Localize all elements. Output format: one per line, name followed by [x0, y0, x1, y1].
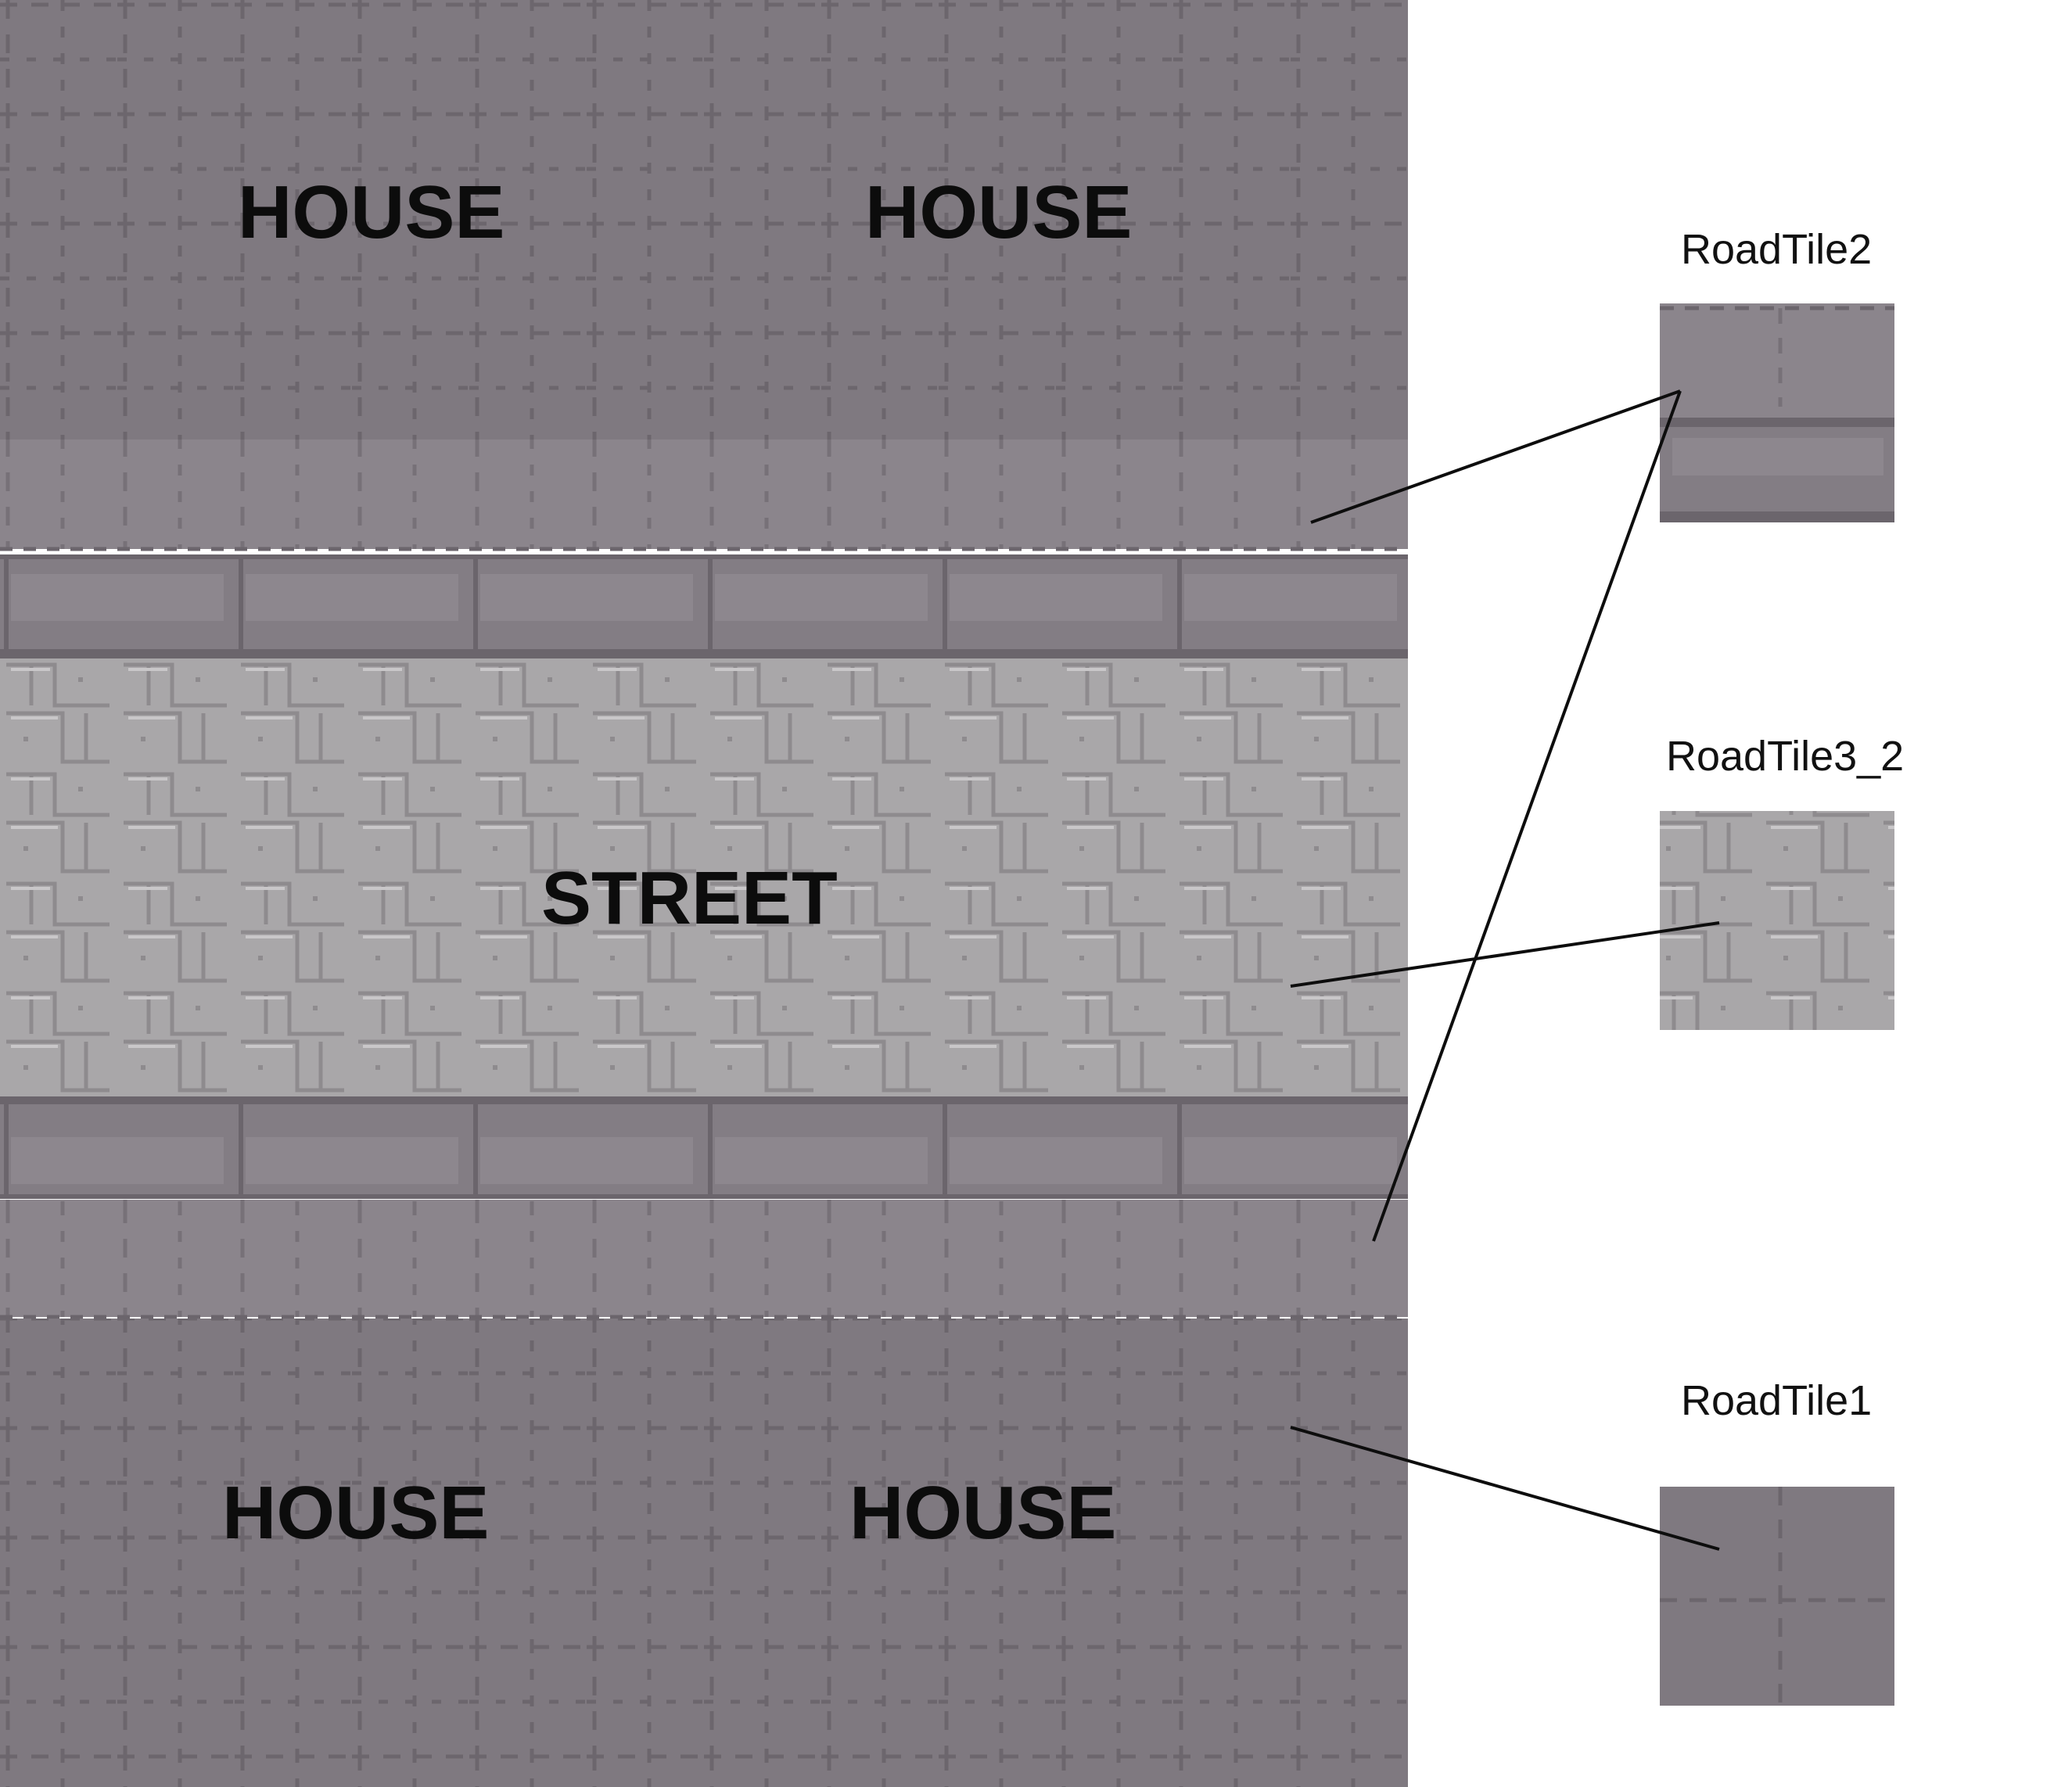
- tile-label-roadtile1: RoadTile1: [1681, 1377, 1872, 1424]
- house-area-top: [0, 0, 1408, 440]
- leader-line-roadtile1: [1290, 1426, 1720, 1551]
- tile-legend: RoadTile2 RoadTile3_2 RoadTile1: [1660, 226, 1904, 1706]
- house-label-top-left: HOUSE: [238, 170, 505, 254]
- tile-label-roadtile3-2: RoadTile3_2: [1666, 733, 1904, 780]
- tilemap: HOUSE HOUSE STREET HOUSE HOUSE: [0, 0, 1408, 1787]
- street-label: STREET: [541, 856, 838, 940]
- house-area-bottom: [0, 1319, 1408, 1787]
- tile-label-roadtile2: RoadTile2: [1681, 226, 1872, 273]
- house-label-bottom-right: HOUSE: [849, 1471, 1116, 1555]
- curb-bottom: [0, 1104, 1408, 1197]
- sidewalk-top: [0, 440, 1408, 549]
- tile-swatch-roadtile3-2: [1660, 811, 1894, 1030]
- sidewalk-bottom: [0, 1200, 1408, 1317]
- tile-swatch-roadtile1: [1660, 1487, 1894, 1706]
- leader-line-roadtile3-2: [1290, 921, 1720, 988]
- house-label-bottom-left: HOUSE: [222, 1471, 489, 1555]
- curb-top: [0, 557, 1408, 649]
- leader-line-roadtile2-bottom: [1372, 390, 1682, 1242]
- tile-swatch-roadtile2: [1660, 303, 1894, 522]
- leader-line-roadtile2-top: [1310, 389, 1681, 524]
- leader-lines: [1290, 389, 1720, 1551]
- house-label-top-right: HOUSE: [865, 170, 1132, 254]
- street-area: [0, 658, 1408, 1096]
